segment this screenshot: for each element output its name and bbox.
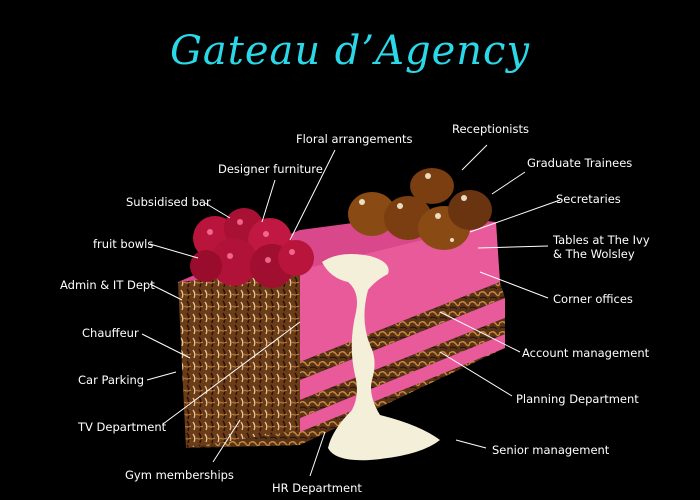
label-receptionists: Receptionists: [452, 122, 529, 136]
label-planning-department: Planning Department: [516, 392, 639, 406]
profiteroles: [348, 168, 492, 250]
label-graduate-trainees: Graduate Trainees: [527, 156, 633, 170]
leader-lines: [141, 144, 561, 477]
label-chauffeur: Chauffeur: [82, 326, 139, 340]
cake-side-face: [178, 270, 300, 448]
cake-pink-bottom: [300, 334, 505, 432]
cake-choc-layer-1: [300, 282, 505, 380]
label-designer-furniture: Designer furniture: [218, 162, 323, 176]
label-account-management: Account management: [522, 346, 650, 360]
cream-drizzle: [322, 254, 440, 461]
label-tables-ivy: Tables at The Ivy: [553, 233, 650, 247]
label-corner-offices: Corner offices: [553, 292, 633, 306]
page-title: Gateau d’Agency: [169, 28, 531, 74]
label-tables-wolsley: & The Wolsley: [553, 247, 635, 261]
cake-pink-middle: [300, 298, 505, 400]
label-senior-management: Senior management: [492, 443, 610, 457]
label-secretaries: Secretaries: [556, 192, 621, 206]
cake-choc-layer-2: [300, 318, 505, 418]
label-hr-department: HR Department: [272, 481, 362, 495]
label-admin-it: Admin & IT Dept: [60, 278, 155, 292]
label-gym-memberships: Gym memberships: [125, 468, 234, 482]
label-subsidised-bar: Subsidised bar: [126, 195, 211, 209]
label-tv-department: TV Department: [78, 420, 167, 434]
label-fruit-bowls: fruit bowls: [93, 237, 154, 251]
label-car-parking: Car Parking: [78, 373, 145, 387]
label-floral-arrangements: Floral arrangements: [296, 132, 413, 146]
